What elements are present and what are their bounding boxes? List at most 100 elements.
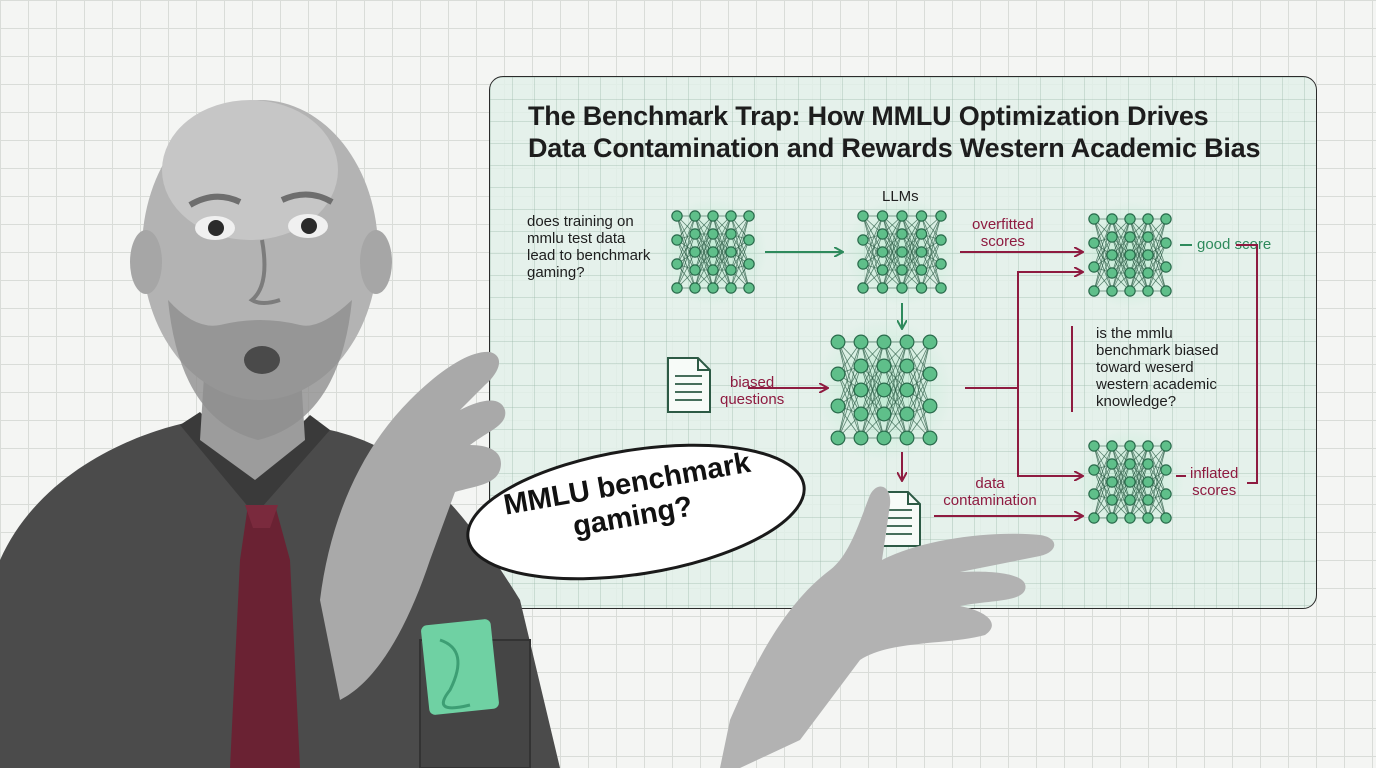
overfitted-scores-label: overfitted scores bbox=[972, 216, 1034, 250]
network-edge bbox=[883, 365, 908, 439]
network-node bbox=[1124, 285, 1136, 297]
network-edge bbox=[676, 233, 696, 289]
network-node bbox=[1160, 488, 1172, 500]
network-node bbox=[876, 430, 892, 446]
network-edge bbox=[1111, 445, 1131, 501]
network-edge bbox=[1147, 445, 1167, 483]
network-edge bbox=[1093, 236, 1113, 292]
network-edge bbox=[921, 233, 942, 265]
network-edge bbox=[860, 389, 885, 439]
network-edge bbox=[862, 233, 883, 289]
network-edge bbox=[1093, 236, 1113, 268]
network-node bbox=[896, 246, 908, 258]
network-edge bbox=[862, 215, 883, 253]
network-node bbox=[876, 228, 889, 240]
network-node bbox=[1160, 213, 1172, 225]
network-edge bbox=[862, 239, 883, 289]
network-node bbox=[1088, 488, 1100, 500]
network-edge bbox=[1147, 463, 1167, 495]
network-node bbox=[1088, 464, 1100, 476]
network-edge bbox=[901, 233, 922, 289]
network-node bbox=[725, 246, 737, 258]
network-node bbox=[935, 258, 947, 270]
network-edge bbox=[1093, 254, 1113, 292]
network-edge bbox=[921, 215, 942, 289]
network-edge bbox=[1147, 218, 1167, 256]
network-node bbox=[1142, 231, 1154, 243]
network-edge bbox=[1129, 254, 1149, 292]
network-edge bbox=[862, 233, 883, 265]
network-edge bbox=[676, 215, 696, 253]
network-node bbox=[1106, 285, 1118, 297]
good-score-label: good score bbox=[1197, 236, 1272, 253]
network-node bbox=[689, 210, 701, 222]
network-edge bbox=[921, 215, 942, 265]
input-network bbox=[659, 198, 767, 306]
network-node bbox=[853, 406, 869, 422]
network-edge bbox=[730, 215, 750, 271]
network-edge bbox=[1111, 481, 1131, 519]
network-edge bbox=[860, 341, 885, 439]
network-edge bbox=[694, 215, 714, 271]
network-edge bbox=[921, 233, 942, 289]
network-node bbox=[1142, 476, 1154, 488]
raised-left-hand bbox=[320, 351, 506, 700]
network-edge bbox=[712, 233, 732, 289]
network-edge bbox=[1111, 445, 1131, 483]
network-edge bbox=[862, 215, 883, 289]
network-edge bbox=[1147, 254, 1167, 292]
network-edge bbox=[837, 373, 862, 415]
network-node bbox=[1142, 512, 1154, 524]
network-edge bbox=[906, 341, 931, 407]
network-edge bbox=[1093, 218, 1113, 292]
network-node bbox=[1088, 285, 1100, 297]
network-edge bbox=[1147, 236, 1167, 268]
network-edge bbox=[712, 251, 732, 289]
network-node bbox=[743, 258, 755, 270]
network-node bbox=[1088, 237, 1100, 249]
network-edge bbox=[1093, 445, 1113, 483]
network-edge bbox=[712, 215, 732, 289]
network-edge bbox=[883, 389, 908, 439]
network-edge bbox=[1093, 445, 1113, 501]
network-edge bbox=[694, 251, 714, 289]
network-node bbox=[1106, 231, 1118, 243]
network-node bbox=[1142, 213, 1154, 225]
network-node bbox=[671, 234, 683, 246]
network-node bbox=[671, 282, 683, 294]
network-edge bbox=[1147, 242, 1167, 274]
network-edge bbox=[1147, 236, 1167, 292]
network-node bbox=[689, 246, 701, 258]
network-edge bbox=[1129, 236, 1149, 292]
network-edge bbox=[901, 251, 922, 289]
network-edge bbox=[1147, 445, 1167, 501]
network-node bbox=[707, 282, 719, 294]
network-node bbox=[935, 210, 947, 222]
network-node bbox=[1106, 267, 1118, 279]
network-edge bbox=[730, 239, 750, 271]
network-node bbox=[1106, 213, 1118, 225]
network-node bbox=[899, 358, 915, 374]
network-node bbox=[1160, 285, 1172, 297]
network-node bbox=[1160, 512, 1172, 524]
network-edge bbox=[1093, 242, 1113, 292]
network-edge bbox=[730, 215, 750, 289]
network-edge bbox=[862, 239, 883, 271]
inflated-score-network bbox=[1076, 428, 1184, 536]
network-node bbox=[671, 210, 683, 222]
network-edge bbox=[1129, 445, 1149, 501]
network-node bbox=[830, 366, 846, 382]
network-edge bbox=[676, 239, 696, 271]
network-edge bbox=[1129, 481, 1149, 519]
network-edge bbox=[1111, 218, 1131, 274]
network-edge bbox=[694, 233, 714, 289]
network-edge bbox=[1093, 463, 1113, 495]
network-edge bbox=[676, 215, 696, 271]
network-edge bbox=[837, 341, 862, 391]
network-node bbox=[876, 282, 889, 294]
network-edge bbox=[1093, 218, 1113, 268]
network-edge bbox=[730, 215, 750, 253]
diagram-title: The Benchmark Trap: How MMLU Optimizatio… bbox=[528, 100, 1318, 164]
network-edge bbox=[860, 341, 885, 415]
